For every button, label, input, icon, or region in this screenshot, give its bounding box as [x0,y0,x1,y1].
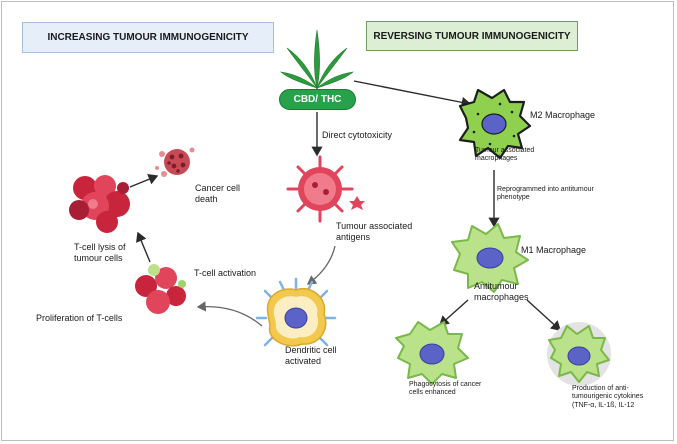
tumour-cluster-icon [69,175,130,233]
arrow-tcell-to-tumour [136,231,151,263]
cancer-cell-death-icon [155,147,195,177]
m2-macrophage-label: M2 Macrophage [530,110,596,120]
increasing-immunogenicity-header: INCREASING TUMOUR IMMUNOGENICITY [22,22,274,53]
reprogrammed-label: Reprogrammed into antitumour phenotype [497,186,594,202]
tumour-antigens-label: Tumour associated antigens [336,221,413,242]
cytokine-macrophage-icon [547,322,611,386]
tumour-cell-icon [286,155,354,223]
t-cell-lysis-label: T-cell lysis of tumour cells [74,242,126,263]
m1-macrophage-icon [451,223,529,293]
m2-macrophage-icon [458,88,532,160]
cbd-thc-label: CBD/ THC [279,89,356,110]
arrow-to-cytokines [526,299,562,331]
dendritic-cell-icon [255,277,337,347]
antigen-fragment-icon [349,196,365,210]
cannabis-leaf-icon [279,29,355,94]
cancer-cell-death-label: Cancer cell death [195,183,241,204]
t-cell-activation-label: T-cell activation [194,268,257,278]
m1-macrophage-label: M1 Macrophage [521,245,587,255]
phagocytosis-label: Phagocytosis of cancer cells enhanced [409,381,482,397]
arrow-to-m2 [353,80,472,108]
reversing-immunogenicity-header: REVERSING TUMOUR IMMUNOGENICITY [366,21,578,51]
proliferation-label: Proliferation of T-cells [36,313,123,323]
antitumour-macrophages-label: Antitumour macrophages [474,281,529,302]
t-cell-cluster-icon [135,264,186,314]
arrow-antigen-to-dendritic [306,245,336,285]
arrow-to-phagocytosis [438,299,469,326]
phagocytosis-macrophage-icon [395,321,469,385]
cytokine-production-label: Production of anti-tumourigenic cytokine… [572,385,644,409]
dendritic-cell-label: Dendritic cell activated [285,345,337,366]
arrow-dendritic-to-tcell [196,301,263,327]
tumour-macrophages-label: Tumour associated macrophages [475,147,535,163]
direct-cytotoxicity-label: Direct cytotoxicity [322,130,393,140]
arrow-to-cell-death [129,173,159,188]
